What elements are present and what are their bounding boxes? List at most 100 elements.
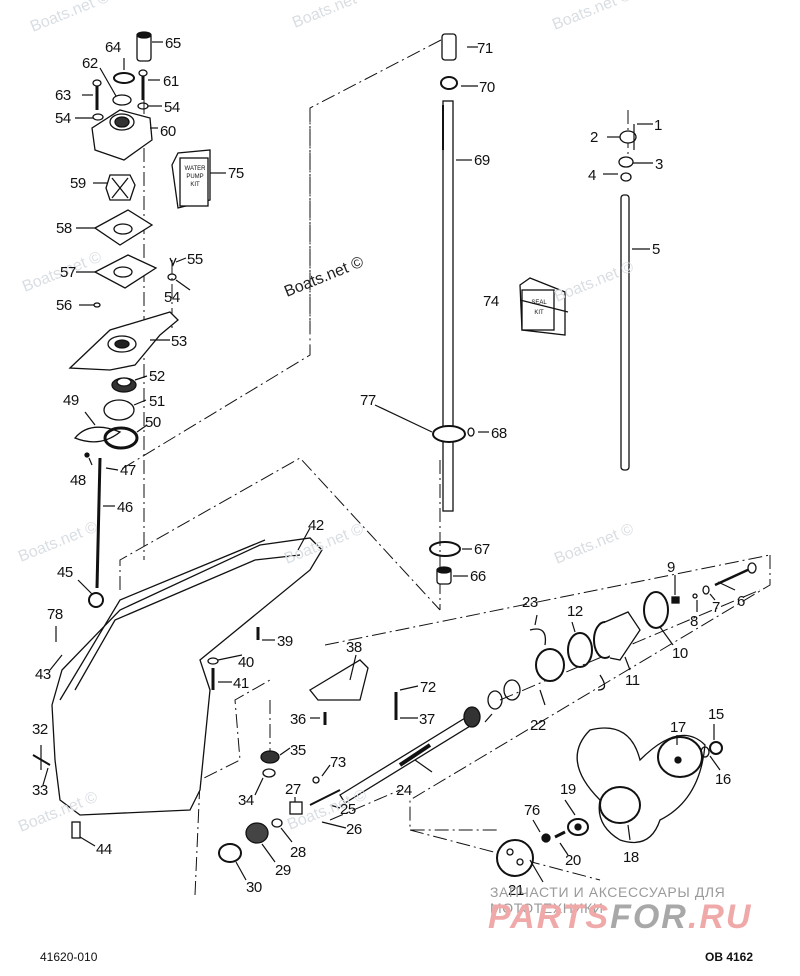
part-52-seal xyxy=(111,377,137,393)
part-label-41[interactable]: 41 xyxy=(233,675,249,692)
part-label-66[interactable]: 66 xyxy=(470,568,486,585)
part-label-74[interactable]: 74 xyxy=(483,293,499,310)
part-30-bearing xyxy=(218,843,242,863)
part-label-37[interactable]: 37 xyxy=(419,711,435,728)
part-label-77[interactable]: 77 xyxy=(360,392,376,409)
part-28-washer xyxy=(271,818,283,828)
part-label-32[interactable]: 32 xyxy=(32,721,48,738)
part-label-76[interactable]: 76 xyxy=(524,802,540,819)
part-label-72[interactable]: 72 xyxy=(420,679,436,696)
part-label-65[interactable]: 65 xyxy=(165,35,181,52)
part-77-bearing xyxy=(432,425,466,443)
part-label-25[interactable]: 25 xyxy=(340,801,356,818)
part-35-nut xyxy=(260,750,280,764)
part-label-20[interactable]: 20 xyxy=(565,852,581,869)
part-label-51[interactable]: 51 xyxy=(149,393,165,410)
part-label-33[interactable]: 33 xyxy=(32,782,48,799)
part-42-gearcase xyxy=(51,537,323,816)
part-label-24[interactable]: 24 xyxy=(396,782,412,799)
part-label-75[interactable]: 75 xyxy=(228,165,244,182)
part-label-73[interactable]: 73 xyxy=(330,754,346,771)
promo-tagline: ЗАПЧАСТИ И АКСЕССУАРЫ ДЛЯ МОТОТЕХНИКИ xyxy=(490,884,726,916)
part-label-18[interactable]: 18 xyxy=(623,849,639,866)
part-label-21[interactable]: 21 xyxy=(508,882,524,899)
part-label-70[interactable]: 70 xyxy=(479,79,495,96)
part-label-35[interactable]: 35 xyxy=(290,742,306,759)
part-label-30[interactable]: 30 xyxy=(246,879,262,896)
part-label-63[interactable]: 63 xyxy=(55,87,71,104)
promo-logo[interactable]: PARTSFOR.RU xyxy=(488,898,752,937)
part-label-60[interactable]: 60 xyxy=(160,123,176,140)
part-label-26[interactable]: 26 xyxy=(346,821,362,838)
part-label-27[interactable]: 27 xyxy=(285,781,301,798)
part-label-23[interactable]: 23 xyxy=(522,594,538,611)
part-label-42[interactable]: 42 xyxy=(308,517,324,534)
part-label-1[interactable]: 1 xyxy=(654,117,662,134)
part-49-gasket xyxy=(73,426,122,443)
part-label-39[interactable]: 39 xyxy=(277,633,293,650)
part-5-shift-rod xyxy=(620,194,630,471)
part-38-cover xyxy=(309,659,369,701)
part-label-64[interactable]: 64 xyxy=(105,39,121,56)
part-label-45[interactable]: 45 xyxy=(57,564,73,581)
part-label-48[interactable]: 48 xyxy=(70,472,86,489)
part-label-28[interactable]: 28 xyxy=(290,844,306,861)
part-label-71[interactable]: 71 xyxy=(477,40,493,57)
part-69-driveshaft xyxy=(442,100,454,512)
leader-lines xyxy=(40,41,736,883)
part-label-10[interactable]: 10 xyxy=(672,645,688,662)
part-label-54[interactable]: 54 xyxy=(164,289,180,306)
part-label-16[interactable]: 16 xyxy=(715,771,731,788)
part-67-oring xyxy=(429,541,461,557)
part-label-4[interactable]: 4 xyxy=(588,167,596,184)
part-label-61[interactable]: 61 xyxy=(163,73,179,90)
part-label-68[interactable]: 68 xyxy=(491,425,507,442)
part-label-8[interactable]: 8 xyxy=(690,613,698,630)
part-48-pin xyxy=(84,452,90,458)
part-label-49[interactable]: 49 xyxy=(63,392,79,409)
part-label-54[interactable]: 54 xyxy=(164,99,180,116)
part-label-17[interactable]: 17 xyxy=(670,719,686,736)
part-retainer-b xyxy=(597,674,606,691)
part-label-11[interactable]: 11 xyxy=(625,672,640,689)
part-label-50[interactable]: 50 xyxy=(145,414,161,431)
part-label-7[interactable]: 7 xyxy=(712,599,720,616)
part-label-38[interactable]: 38 xyxy=(346,639,362,656)
part-label-40[interactable]: 40 xyxy=(238,654,254,671)
part-label-53[interactable]: 53 xyxy=(171,333,187,350)
part-label-9[interactable]: 9 xyxy=(667,559,675,576)
part-label-2[interactable]: 2 xyxy=(590,129,598,146)
part-label-12[interactable]: 12 xyxy=(567,603,583,620)
part-68-pin xyxy=(467,427,475,437)
part-76-nut xyxy=(541,833,551,843)
part-label-67[interactable]: 67 xyxy=(474,541,490,558)
part-label-58[interactable]: 58 xyxy=(56,220,72,237)
part-label-47[interactable]: 47 xyxy=(120,462,136,479)
part-label-44[interactable]: 44 xyxy=(96,841,112,858)
part-label-19[interactable]: 19 xyxy=(560,781,576,798)
part-label-52[interactable]: 52 xyxy=(149,368,165,385)
part-label-69[interactable]: 69 xyxy=(474,152,490,169)
part-label-55[interactable]: 55 xyxy=(187,251,203,268)
part-label-46[interactable]: 46 xyxy=(117,499,133,516)
part-label-56[interactable]: 56 xyxy=(56,297,72,314)
part-label-15[interactable]: 15 xyxy=(708,706,724,723)
part-label-3[interactable]: 3 xyxy=(655,156,663,173)
part-51-oring xyxy=(103,399,135,421)
part-label-54[interactable]: 54 xyxy=(55,110,71,127)
part-label-57[interactable]: 57 xyxy=(60,264,76,281)
part-17-thrust-hub xyxy=(657,736,703,778)
part-23-retainer xyxy=(529,628,547,646)
kit-text-line: PUMP xyxy=(186,174,204,180)
part-label-34[interactable]: 34 xyxy=(238,792,254,809)
part-label-5[interactable]: 5 xyxy=(652,241,660,258)
part-label-6[interactable]: 6 xyxy=(737,593,745,610)
part-label-29[interactable]: 29 xyxy=(275,862,291,879)
part-label-36[interactable]: 36 xyxy=(290,711,306,728)
part-label-78[interactable]: 78 xyxy=(47,606,63,623)
part-label-22[interactable]: 22 xyxy=(530,717,546,734)
part-label-43[interactable]: 43 xyxy=(35,666,51,683)
part-label-59[interactable]: 59 xyxy=(70,175,86,192)
part-label-62[interactable]: 62 xyxy=(82,55,98,72)
